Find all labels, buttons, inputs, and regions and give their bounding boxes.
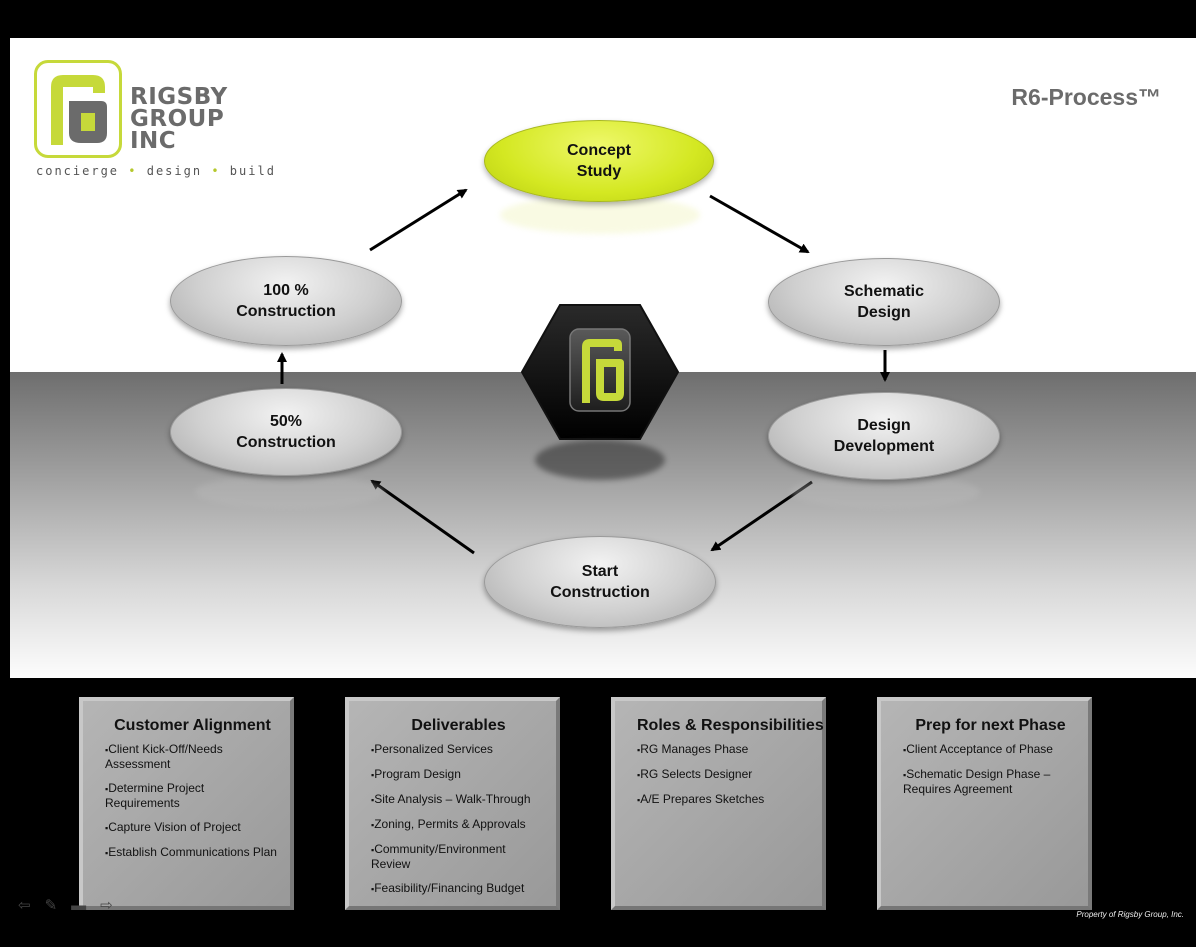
list-item: Program Design — [371, 767, 546, 782]
logo-word-line: GROUP — [130, 106, 225, 132]
node-label: Schematic Design — [843, 283, 925, 321]
node-label: Concept Study — [567, 142, 631, 180]
info-box-prep-next-phase: Prep for next Phase Client Acceptance of… — [877, 697, 1092, 910]
list-item: Site Analysis – Walk-Through — [371, 792, 546, 807]
pen-icon[interactable]: ✎ — [44, 897, 58, 914]
node-label: Design Development — [833, 417, 935, 455]
tagline-dot: • — [211, 164, 221, 178]
info-box-deliverables: Deliverables Personalized Services Progr… — [345, 697, 560, 910]
list-item: Zoning, Permits & Approvals — [371, 817, 546, 832]
list-item: Schematic Design Phase – Requires Agreem… — [903, 767, 1078, 796]
list-item: Feasibility/Financing Budget — [371, 881, 546, 896]
tagline-word: concierge — [36, 164, 120, 178]
rg-monogram-hexagon-icon — [520, 304, 680, 440]
tagline-word: design — [146, 164, 203, 178]
node-concept-study: Concept Study — [484, 120, 714, 202]
node-label: Start Construction — [550, 563, 650, 601]
info-box-title: Roles & Responsibilities — [637, 717, 824, 734]
arrow-100-to-concept — [369, 188, 468, 252]
list-item: Establish Communications Plan — [105, 845, 280, 860]
list-item: Community/Environment Review — [371, 842, 546, 871]
list-item: RG Manages Phase — [637, 742, 812, 757]
rg-logo-icon — [34, 60, 122, 158]
node-label: 50% Construction — [236, 413, 336, 451]
list-item: Personalized Services — [371, 742, 546, 757]
info-box-list: RG Manages Phase RG Selects Designer A/E… — [637, 742, 812, 807]
info-box-title: Customer Alignment — [114, 717, 271, 734]
process-title: R6-Process™ — [1011, 84, 1161, 110]
logo-word-line: INC — [130, 128, 177, 154]
node-50-construction: 50% Construction — [170, 388, 402, 476]
node-start-construction: Start Construction — [484, 536, 716, 628]
list-item: A/E Prepares Sketches — [637, 792, 812, 807]
node-design-development: Design Development — [768, 392, 1000, 480]
node-label: 100 % Construction — [236, 282, 336, 320]
info-box-title: Prep for next Phase — [915, 717, 1066, 734]
info-box-customer-alignment: Customer Alignment Client Kick-Off/Needs… — [79, 697, 294, 910]
logo-word-line: RIGSBY — [130, 84, 228, 110]
node-schematic-design: Schematic Design — [768, 258, 1000, 346]
node-reflection — [790, 475, 980, 509]
logo-tagline: concierge • design • build — [36, 164, 276, 178]
list-item: RG Selects Designer — [637, 767, 812, 782]
tagline-dot: • — [128, 164, 138, 178]
info-box-list: Client Acceptance of Phase Schematic Des… — [903, 742, 1078, 796]
info-box-list: Personalized Services Program Design Sit… — [371, 742, 546, 896]
forward-arrow-icon[interactable]: ⇨ — [100, 897, 113, 914]
list-item: Capture Vision of Project — [105, 820, 280, 835]
emblem-reflection — [535, 440, 665, 480]
info-box-title: Deliverables — [411, 717, 506, 734]
list-item: Client Kick-Off/Needs Assessment — [105, 742, 280, 771]
node-reflection — [500, 196, 700, 234]
arrow-development-to-start — [710, 480, 813, 552]
list-item: Determine Project Requirements — [105, 781, 280, 810]
list-item: Client Acceptance of Phase — [903, 742, 1078, 757]
arrow-start-to-50 — [370, 479, 475, 555]
menu-icon[interactable]: ▬ — [71, 897, 87, 914]
node-reflection — [195, 475, 385, 509]
logo-wordmark: RIGSBY GROUP INC — [130, 84, 228, 154]
slideshow-toolbar: ⇦ ✎ ▬ ⇨ — [18, 898, 113, 913]
back-arrow-icon[interactable]: ⇦ — [18, 897, 31, 914]
info-box-roles-responsibilities: Roles & Responsibilities RG Manages Phas… — [611, 697, 826, 910]
info-box-list: Client Kick-Off/Needs Assessment Determi… — [105, 742, 280, 860]
tagline-word: build — [229, 164, 276, 178]
node-100-construction: 100 % Construction — [170, 256, 402, 346]
copyright-notice: Property of Rigsby Group, Inc. — [1076, 910, 1184, 919]
arrow-concept-to-schematic — [709, 194, 810, 254]
